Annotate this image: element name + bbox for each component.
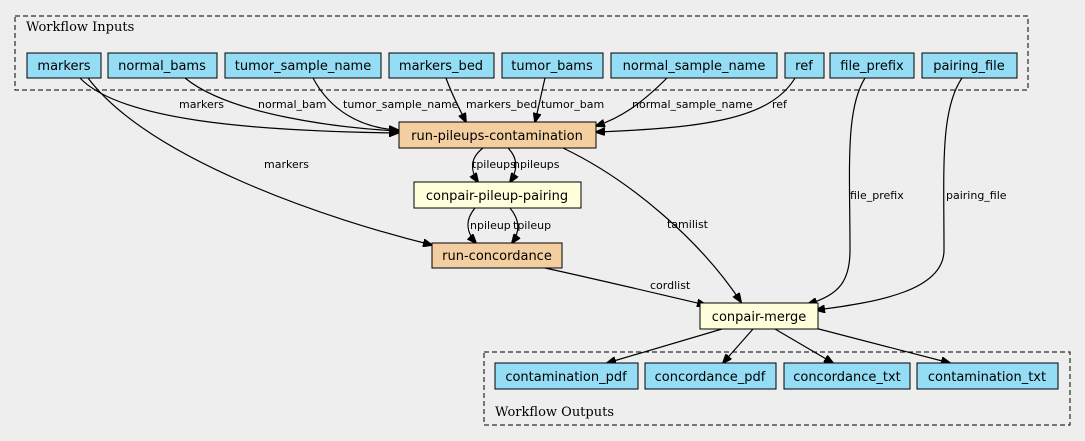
edge-label-npileup: npileup [470,219,511,232]
input-node-normal-bams-label: normal_bams [118,59,206,74]
edges [79,77,963,363]
edge-npileups [507,147,516,182]
input-node-file-prefix-box [829,52,915,79]
input-node-normal-sample-name-label: normal_sample_name [623,59,766,74]
step-node-conpair-merge-box [699,302,819,330]
inputs-cluster: Workflow Inputs [14,15,1029,91]
edge-labels: markers normal_bam tumor_sample_name mar… [179,98,1007,292]
edge-markers-concordance [87,77,432,245]
output-node-concordance-txt-box [783,362,911,390]
edge-normal-sample-name-contamination [596,77,668,126]
edge-label-markers: markers [179,98,224,111]
inputs-cluster-label: Workflow Inputs [26,20,134,35]
output-node-contamination-pdf-box [494,362,639,390]
step-node-run-concordance-label: run-concordance [442,249,552,264]
output-node-contamination-txt[interactable]: contamination_txt [916,362,1059,390]
output-node-contamination-pdf[interactable]: contamination_pdf [494,362,639,390]
input-node-ref-label: ref [795,59,813,74]
edge-label-tumor-sample-name: tumor_sample_name [343,98,459,111]
input-node-normal-sample-name[interactable]: normal_sample_name [610,52,778,79]
step-node-run-concordance-box [431,242,563,269]
edge-ref-contamination [596,77,796,132]
step-node-conpair-merge-label: conpair-merge [712,310,806,325]
edge-label-normal-sample-name: normal_sample_name [632,98,753,111]
output-nodes: contamination_pdf concordance_pdf concor… [494,362,1059,390]
output-node-contamination-pdf-label: contamination_pdf [505,370,627,385]
edge-merge-concordance-pdf [723,328,754,363]
outputs-cluster: Workflow Outputs [483,351,1071,426]
edge-label-normal-bam: normal_bam [258,98,326,111]
edge-tpileups [473,147,484,182]
step-node-run-pileups-contamination-box [398,121,597,149]
edge-label-npileups: npileups [513,158,560,171]
input-node-tumor-bams[interactable]: tumor_bams [501,52,604,79]
edge-label-tumor-bam: tumor_bam [541,98,604,111]
edge-merge-contamination-pdf [607,328,723,363]
edge-cordlist [544,267,706,305]
input-node-normal-bams[interactable]: normal_bams [107,52,218,79]
edge-file-prefix-merge [808,77,866,304]
output-node-concordance-pdf-label: concordance_pdf [655,370,766,385]
input-node-tumor-sample-name-box [224,52,382,79]
input-node-pairing-file-box [921,52,1018,79]
input-node-pairing-file[interactable]: pairing_file [921,52,1018,79]
output-node-contamination-txt-box [916,362,1059,390]
edge-normal-bams-contamination [184,77,398,131]
input-node-tumor-sample-name[interactable]: tumor_sample_name [224,52,382,79]
step-node-conpair-pileup-pairing-box [413,181,582,209]
edge-merge-contamination-txt [814,327,950,363]
input-node-markers-box [26,52,102,79]
input-node-ref[interactable]: ref [784,52,825,79]
edge-pairing-file-merge [816,77,963,310]
input-node-file-prefix[interactable]: file_prefix [829,52,915,79]
edge-tumor-bams-contamination [535,77,546,122]
step-node-conpair-merge[interactable]: conpair-merge [699,302,819,330]
step-nodes: run-pileups-contamination conpair-pileup… [398,121,819,330]
input-node-markers-bed-box [388,52,495,79]
edge-npileup [468,207,476,243]
step-node-conpair-pileup-pairing-label: conpair-pileup-pairing [426,189,568,204]
input-node-tumor-bams-box [501,52,604,79]
input-node-markers-bed[interactable]: markers_bed [388,52,495,79]
edge-label-tamilist: tamilist [667,218,709,231]
input-node-markers-bed-label: markers_bed [399,59,483,74]
edge-tumor-sample-name-contamination [312,77,398,130]
edge-label-tpileup: tpileup [513,219,551,232]
output-node-concordance-txt[interactable]: concordance_txt [783,362,911,390]
input-node-markers[interactable]: markers [26,52,102,79]
input-node-file-prefix-label: file_prefix [840,59,904,74]
edge-label-markers-concordance: markers [264,158,309,171]
input-node-normal-sample-name-box [610,52,778,79]
input-node-normal-bams-box [107,52,218,79]
input-node-tumor-sample-name-label: tumor_sample_name [235,59,371,74]
input-nodes: markers normal_bams tumor_sample_name ma… [26,52,1018,79]
outputs-cluster-label: Workflow Outputs [495,405,614,420]
edge-markers-bed-contamination [445,77,466,122]
edge-label-ref: ref [772,98,788,111]
edge-label-cordlist: cordlist [650,279,691,292]
input-node-markers-label: markers [37,59,90,74]
output-node-concordance-pdf[interactable]: concordance_pdf [644,362,777,390]
edge-tpileup [509,207,518,243]
step-node-run-concordance[interactable]: run-concordance [431,242,563,269]
edge-label-pairing-file: pairing_file [946,189,1007,202]
step-node-conpair-pileup-pairing[interactable]: conpair-pileup-pairing [413,181,582,209]
edge-tamilist [562,147,741,302]
output-node-concordance-pdf-box [644,362,777,390]
edge-label-file-prefix: file_prefix [850,189,904,202]
edge-label-tpileups: tpileups [472,158,516,171]
edge-merge-concordance-txt [774,328,833,363]
step-node-run-pileups-contamination[interactable]: run-pileups-contamination [398,121,597,149]
output-node-contamination-txt-label: contamination_txt [928,370,1046,385]
input-node-pairing-file-label: pairing_file [933,59,1005,74]
output-node-concordance-txt-label: concordance_txt [793,370,901,385]
input-node-ref-box [784,52,825,79]
edge-label-markers-bed: markers_bed [466,98,537,111]
step-node-run-pileups-contamination-label: run-pileups-contamination [411,129,583,144]
input-node-tumor-bams-label: tumor_bams [511,59,593,74]
